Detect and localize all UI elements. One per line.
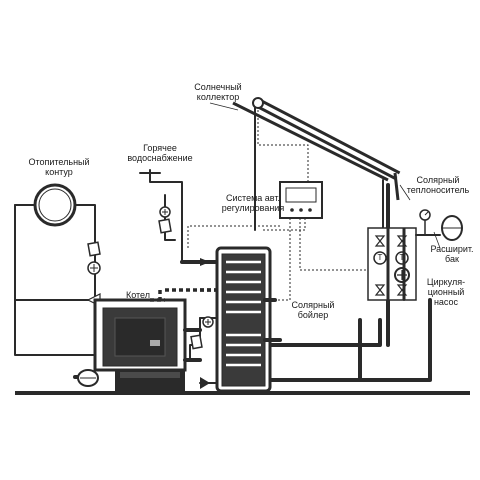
- thermometer-label-right: T: [399, 253, 405, 262]
- label-solar-boiler: Солярный бойлер: [291, 300, 335, 320]
- kotel-side-components: [77, 258, 214, 389]
- pointer-lines: [209, 102, 441, 249]
- label-expansion-tank: Расширит. бак: [430, 244, 474, 264]
- solar-collector: [232, 97, 401, 201]
- hot-water-pump: [158, 206, 172, 234]
- floor-line: [15, 391, 470, 395]
- label-hot-water: Горячее водоснабжение: [127, 143, 193, 163]
- kotel-boiler: [93, 298, 187, 391]
- control-system-box: [279, 181, 323, 219]
- expansion-tank: [415, 209, 463, 241]
- label-control-system: Система авт. регулирования: [221, 193, 285, 213]
- pump-station: [367, 227, 417, 301]
- heating-circuit: [14, 183, 101, 356]
- thermometer-label-left: T: [377, 253, 383, 262]
- label-circulation-pump: Циркуля- ционный насос: [426, 277, 466, 307]
- hot-water-pipes: [139, 169, 219, 264]
- label-solar-collector: Солнечный коллектор: [194, 82, 242, 102]
- solar-boiler-tank: [215, 246, 282, 393]
- label-heating-circuit: Отопительный контур: [28, 157, 90, 177]
- label-kotel: Котел: [125, 290, 151, 300]
- label-solar-fluid: Солярный теплоноситель: [406, 175, 470, 195]
